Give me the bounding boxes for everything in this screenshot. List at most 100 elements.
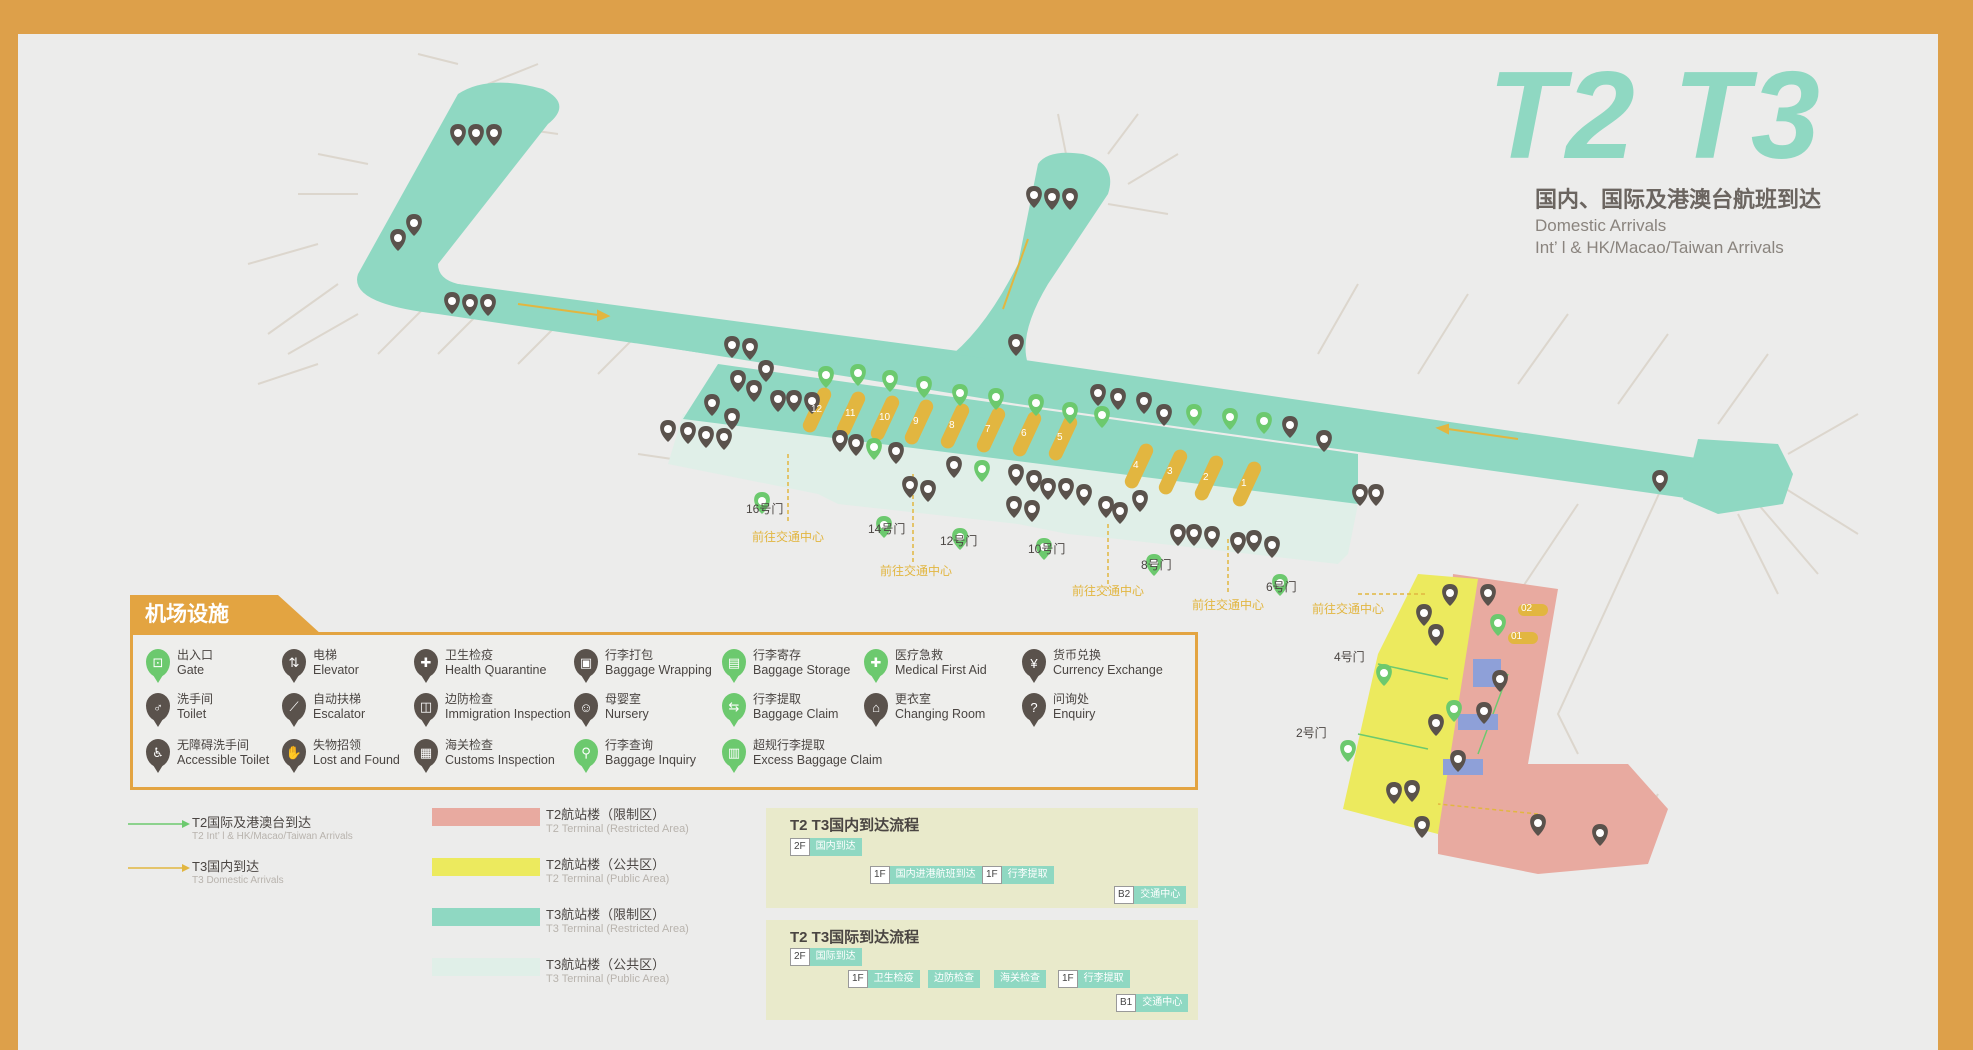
baggage-belt-number: 8 (949, 420, 955, 431)
pin-glyph (1286, 421, 1294, 429)
pin-glyph (1190, 529, 1198, 537)
legend-item-cn: 行李查询 (605, 738, 654, 752)
gate-label-2: 2号门 (1296, 726, 1327, 740)
pin-glyph (950, 461, 958, 469)
legend-item-cn: 卫生检疫 (445, 648, 494, 662)
t2-belt-02 (1518, 604, 1548, 616)
baggage-storage-icon: ▤ (722, 649, 746, 683)
health-quarantine-icon: ✚ (414, 649, 438, 683)
legend-item-en: Baggage Claim (753, 707, 839, 721)
pin-glyph (1098, 411, 1106, 419)
area-legend-text: T2航站楼（限制区）T2 Terminal (Restricted Area) (546, 804, 689, 835)
pin-glyph (750, 385, 758, 393)
pin-glyph (1390, 787, 1398, 795)
legend-item-en: Lost and Found (313, 753, 400, 767)
pin-glyph (1140, 397, 1148, 405)
domestic-step-2-level: 1F (870, 866, 890, 884)
first-aid-icon: ✚ (864, 649, 888, 683)
transport-link-label-3: 前往交通中心 (1072, 584, 1145, 598)
area-legend-text: T3航站楼（限制区）T3 Terminal (Restricted Area) (546, 904, 689, 935)
domestic-step-3-level: 1F (982, 866, 1002, 884)
area-swatch (432, 808, 540, 826)
area-swatch (432, 908, 540, 926)
customs-icon: ▦ (414, 739, 438, 773)
baggage-belts (802, 387, 1262, 507)
area-legend-cn: T2航站楼（公共区） (546, 857, 666, 872)
nursery-icon: ☺ (574, 693, 598, 727)
pin-glyph (720, 433, 728, 441)
pin-glyph (472, 129, 480, 137)
changing-room-icon: ⌂ (864, 693, 888, 727)
pin-glyph (1480, 707, 1488, 715)
legend-item-cn: 失物招领 (313, 738, 362, 752)
legend-item-en: Health Quarantine (445, 663, 547, 677)
gate-label-12: 12号门 (940, 534, 978, 548)
pin-glyph (1174, 529, 1182, 537)
t2-belt-label-01: 01 (1511, 631, 1523, 642)
pin-glyph (746, 343, 754, 351)
baggage-inquiry-icon: ⚲ (574, 739, 598, 773)
intl-step-3-label: 边防检查 (928, 970, 980, 988)
elevator-icon: ⇅ (282, 649, 306, 683)
gate-label-6: 6号门 (1266, 580, 1297, 594)
baggage-belt (836, 391, 866, 437)
gate-label-16: 16号门 (746, 502, 784, 516)
pin-glyph (1596, 829, 1604, 837)
lost-found-icon: ✋ (282, 739, 306, 773)
intl-step-2-label: 卫生检疫 (867, 970, 920, 988)
pin-glyph (822, 371, 830, 379)
baggage-belt (1012, 411, 1042, 457)
intl-flow-title: T2 T3国际到达流程 (790, 929, 920, 946)
pin-glyph (1234, 537, 1242, 545)
legend-heading: 机场设施 (130, 595, 322, 635)
flow-arrows (517, 238, 1519, 440)
arrivals-subtitle-en-domestic: Domestic Arrivals (1535, 216, 1667, 235)
pin-glyph (920, 381, 928, 389)
legend-item-en: Immigration Inspection (445, 707, 571, 721)
intl-step-3: 边防检查 (928, 970, 980, 988)
legend-item-en: Baggage Storage (753, 663, 851, 677)
route-t3-cn: T3国内到达 (192, 859, 260, 874)
pin-glyph (1150, 559, 1158, 567)
legend-item-cn: 行李寄存 (753, 648, 802, 662)
baggage-belt-number: 6 (1021, 428, 1027, 439)
legend-item-en: Excess Baggage Claim (753, 753, 883, 767)
baggage-belt-number: 7 (985, 424, 991, 435)
pin-glyph (1116, 507, 1124, 515)
transport-link-label-5: 前往交通中心 (1312, 602, 1385, 616)
area-swatch (432, 858, 540, 876)
pin-glyph (1446, 589, 1454, 597)
pin-glyph (1160, 409, 1168, 417)
legend-item-cn: 超规行李提取 (753, 738, 826, 752)
baggage-belt (802, 387, 832, 433)
legend-item-en: Currency Exchange (1053, 663, 1163, 677)
pin-glyph (1454, 755, 1462, 763)
pin-glyph (956, 389, 964, 397)
domestic-step-1-level: 2F (790, 838, 810, 856)
area-legend-cn: T2航站楼（限制区） (546, 807, 666, 822)
area-legend-text: T2航站楼（公共区）T2 Terminal (Public Area) (546, 854, 669, 885)
pin-glyph (1114, 393, 1122, 401)
pin-glyph (1028, 505, 1036, 513)
baggage-belt (940, 403, 970, 449)
pin-glyph (1044, 483, 1052, 491)
pin-glyph (1102, 501, 1110, 509)
pin-glyph (992, 393, 1000, 401)
transport-link-label-2: 前往交通中心 (880, 564, 953, 578)
gate-icon: ⊡ (146, 649, 170, 683)
